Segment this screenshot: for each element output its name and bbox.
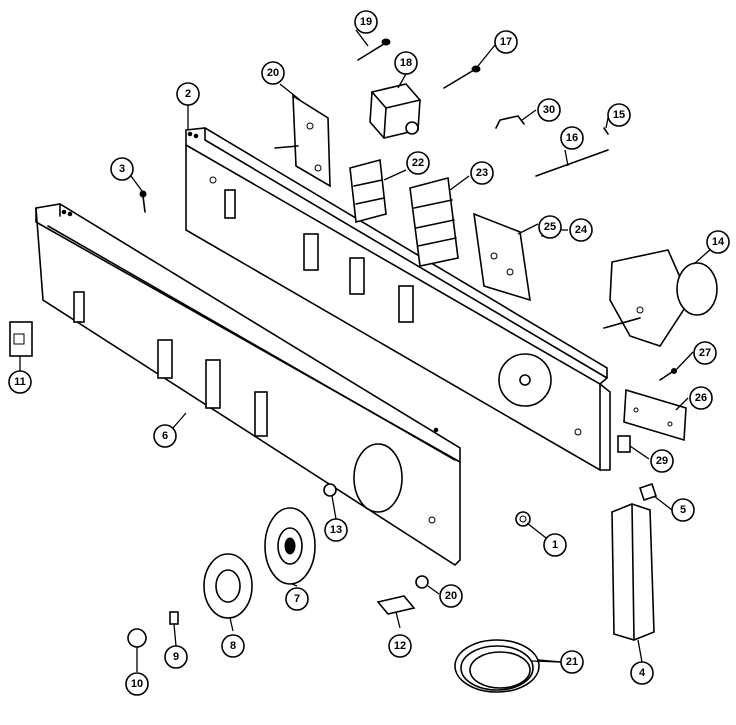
screw-part-27 — [659, 368, 677, 381]
callout-label-11: 11 — [14, 376, 26, 388]
callout-26: 26 — [689, 386, 713, 410]
bracket-part-25 — [473, 212, 531, 302]
callout-label-22: 22 — [412, 157, 424, 169]
knob-part-8 — [203, 553, 253, 619]
rear-panel — [185, 127, 611, 472]
callout-21: 21 — [560, 650, 584, 674]
relay-part-18 — [369, 83, 421, 139]
callout-12: 12 — [388, 634, 412, 658]
callout-label-15: 15 — [613, 109, 625, 121]
callout-label-21: 21 — [566, 656, 578, 668]
callout-label-26: 26 — [695, 392, 707, 404]
callout-label-3: 3 — [119, 163, 125, 175]
callout-label-20-upper: 20 — [267, 67, 279, 79]
callout-label-6: 6 — [162, 430, 168, 442]
callout-label-4: 4 — [639, 667, 646, 679]
bracket-part-20 — [274, 94, 331, 188]
front-panel — [35, 203, 461, 567]
screw-part-17 — [443, 65, 481, 89]
screw-part-3 — [139, 190, 147, 213]
callout-label-29: 29 — [656, 455, 668, 467]
callout-22: 22 — [406, 151, 430, 175]
callout-23: 23 — [470, 161, 494, 185]
callout-label-13: 13 — [330, 524, 342, 536]
callout-6: 6 — [153, 424, 177, 448]
callout-label-8: 8 — [230, 640, 236, 652]
callout-20-lower: 20 — [439, 584, 463, 608]
callout-7: 7 — [285, 587, 309, 611]
callout-5: 5 — [671, 498, 695, 522]
clip-part-30 — [495, 115, 525, 129]
callout-8: 8 — [221, 634, 245, 658]
timer-part-14 — [603, 249, 718, 347]
callout-label-16: 16 — [566, 132, 578, 144]
callout-18: 18 — [394, 51, 418, 75]
callout-10: 10 — [125, 672, 149, 696]
callout-9: 9 — [164, 645, 188, 669]
clip-part-9 — [169, 611, 179, 625]
callout-19: 19 — [354, 10, 378, 34]
screw-part-19 — [357, 38, 391, 61]
trim-part-4 — [611, 503, 655, 641]
callout-label-25: 25 — [544, 221, 556, 233]
callout-label-2: 2 — [185, 88, 191, 100]
callout-label-27: 27 — [699, 347, 711, 359]
callout-24: 24 — [569, 218, 593, 242]
switch-part-23 — [409, 176, 459, 267]
callout-3: 3 — [110, 157, 134, 181]
callout-label-20-lower: 20 — [445, 590, 457, 602]
callout-1: 1 — [543, 533, 567, 557]
clip-part-13 — [323, 483, 337, 497]
pad-part-12 — [376, 595, 416, 615]
board-part-26 — [623, 388, 687, 442]
callout-29: 29 — [650, 449, 674, 473]
callout-14: 14 — [706, 230, 730, 254]
callout-label-14: 14 — [712, 236, 725, 248]
harness-part-21 — [454, 639, 561, 693]
callout-17: 17 — [494, 30, 518, 54]
callout-label-10: 10 — [131, 678, 143, 690]
callout-label-30: 30 — [543, 104, 555, 116]
connector-part-29 — [617, 435, 631, 453]
knob-part-7 — [264, 507, 316, 585]
switch-part-11 — [9, 321, 33, 357]
callout-label-19: 19 — [360, 16, 372, 28]
callout-30: 30 — [537, 98, 561, 122]
callout-15: 15 — [607, 103, 631, 127]
rod-part-16 — [535, 149, 609, 177]
callout-label-5: 5 — [680, 504, 686, 516]
switch-part-22 — [349, 158, 387, 224]
callout-25: 25 — [538, 215, 562, 239]
button-part-10 — [127, 628, 147, 648]
callout-label-9: 9 — [173, 651, 179, 663]
callout-label-18: 18 — [400, 57, 412, 69]
clip-part-5 — [638, 482, 658, 502]
pin-part-15 — [603, 127, 609, 135]
callout-4: 4 — [630, 661, 654, 685]
callout-13: 13 — [324, 518, 348, 542]
callout-label-23: 23 — [476, 167, 488, 179]
callout-2: 2 — [176, 82, 200, 106]
callout-label-24: 24 — [575, 224, 588, 236]
callout-16: 16 — [560, 126, 584, 150]
callout-27: 27 — [693, 341, 717, 365]
knob-part-1 — [515, 511, 531, 527]
screw-part-20-lower — [415, 575, 429, 589]
callout-20-upper: 20 — [261, 61, 285, 85]
callout-label-17: 17 — [500, 36, 512, 48]
callout-11: 11 — [8, 370, 32, 394]
callout-label-1: 1 — [552, 539, 558, 551]
callout-label-12: 12 — [394, 640, 406, 652]
callout-label-7: 7 — [294, 593, 300, 605]
